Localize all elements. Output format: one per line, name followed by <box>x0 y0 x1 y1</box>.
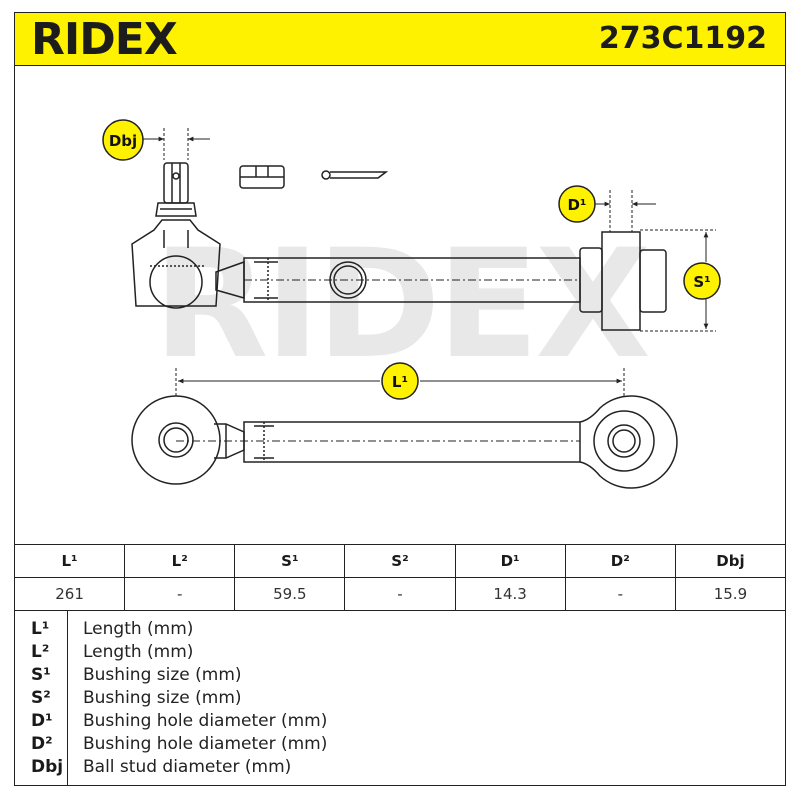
s1-badge-label: S¹ <box>693 273 710 291</box>
technical-drawing: RIDEX <box>102 119 721 489</box>
arm-plan-view <box>131 395 678 489</box>
castle-nut-icon <box>239 165 285 189</box>
legend-panel: L¹ Length (mm) L² Length (mm) S¹ Bushing… <box>14 610 786 786</box>
col-s2: S² <box>344 544 456 578</box>
col-l1: L¹ <box>13 544 126 578</box>
ball-joint-side-view <box>131 162 221 309</box>
part-number: 273C1192 <box>598 21 767 56</box>
legend-code: D¹ <box>31 711 53 731</box>
legend-divider <box>67 610 68 785</box>
legend-row: S¹ Bushing size (mm) <box>15 664 785 687</box>
l1-dimension <box>175 368 625 398</box>
specs-table: L¹ L² S¹ S² D¹ D² Dbj 261 - 59.5 - 14.3 … <box>13 544 787 611</box>
specs-value-row: 261 - 59.5 - 14.3 - 15.9 <box>13 577 787 611</box>
legend-desc: Bushing hole diameter (mm) <box>83 734 328 754</box>
specs-header-row: L¹ L² S¹ S² D¹ D² Dbj <box>13 544 787 578</box>
d1-dimension <box>590 190 656 232</box>
dbj-dimension <box>140 128 210 160</box>
drawing-frame <box>14 66 786 544</box>
s1-dimension <box>640 229 716 332</box>
col-dbj: Dbj <box>674 544 787 578</box>
value-d1: 14.3 <box>454 577 566 611</box>
legend-code: S² <box>31 688 51 708</box>
d1-badge: D¹ <box>558 185 596 223</box>
l1-badge: L¹ <box>381 362 419 400</box>
value-dbj: 15.9 <box>674 577 787 611</box>
value-s1: 59.5 <box>234 577 346 611</box>
legend-row: L¹ Length (mm) <box>15 618 785 641</box>
col-l2: L² <box>124 544 236 578</box>
legend-code: S¹ <box>31 665 51 685</box>
brand-logo: RIDEX <box>31 14 178 65</box>
legend-row: Dbj Ball stud diameter (mm) <box>15 756 785 779</box>
legend-code: Dbj <box>31 757 64 777</box>
arm-rod-top-view <box>215 231 667 331</box>
legend-row: D² Bushing hole diameter (mm) <box>15 733 785 756</box>
legend-code: D² <box>31 734 53 754</box>
legend-row: L² Length (mm) <box>15 641 785 664</box>
value-l1: 261 <box>13 577 126 611</box>
header-bar: RIDEX 273C1192 <box>14 12 786 66</box>
legend-desc: Bushing size (mm) <box>83 688 242 708</box>
legend-row: D¹ Bushing hole diameter (mm) <box>15 710 785 733</box>
legend-code: L² <box>31 642 50 662</box>
value-s2: - <box>344 577 456 611</box>
legend-row: S² Bushing size (mm) <box>15 687 785 710</box>
col-s1: S¹ <box>234 544 346 578</box>
legend-desc: Length (mm) <box>83 619 194 639</box>
legend-desc: Ball stud diameter (mm) <box>83 757 292 777</box>
l1-badge-label: L¹ <box>392 373 408 391</box>
legend-desc: Length (mm) <box>83 642 194 662</box>
value-d2: - <box>564 577 676 611</box>
dbj-badge-label: Dbj <box>109 132 137 150</box>
cotter-pin-icon <box>321 170 389 180</box>
value-l2: - <box>124 577 236 611</box>
legend-desc: Bushing hole diameter (mm) <box>83 711 328 731</box>
s1-badge: S¹ <box>683 262 721 300</box>
col-d1: D¹ <box>454 544 566 578</box>
col-d2: D² <box>564 544 676 578</box>
legend-desc: Bushing size (mm) <box>83 665 242 685</box>
dbj-badge: Dbj <box>102 119 144 161</box>
legend-code: L¹ <box>31 619 50 639</box>
d1-badge-label: D¹ <box>567 196 586 214</box>
